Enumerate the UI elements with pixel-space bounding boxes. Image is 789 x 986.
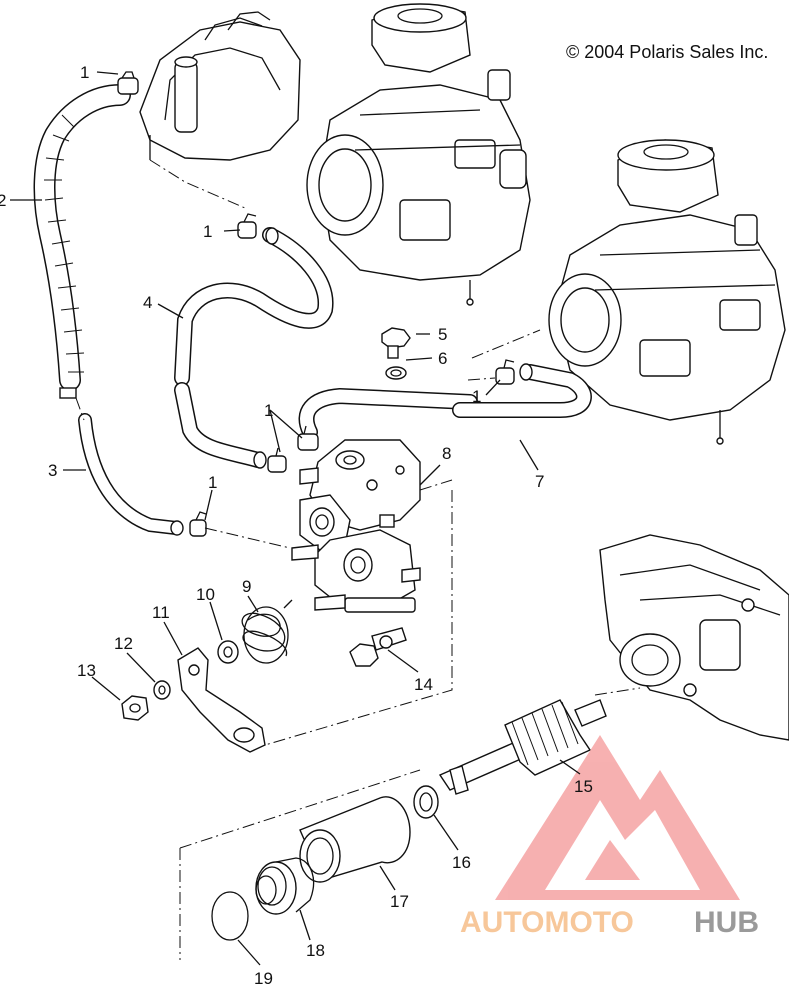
washer-16 xyxy=(413,785,439,819)
callout-12: 12 xyxy=(114,634,133,653)
callout-7: 7 xyxy=(535,472,544,491)
callout-1-a: 1 xyxy=(80,63,89,82)
callout-1-e: 1 xyxy=(208,473,217,492)
leader-lines xyxy=(10,71,581,966)
callout-2: 2 xyxy=(0,191,6,210)
watermark-text-part2: HUB xyxy=(694,906,759,939)
oil-hose-2 xyxy=(33,84,131,399)
washer-12 xyxy=(153,680,171,700)
mount-line-e xyxy=(467,377,496,381)
hose-clamp-1d xyxy=(267,447,287,473)
drive-gear-15 xyxy=(438,699,607,795)
callout-14: 14 xyxy=(414,675,433,694)
seal-18 xyxy=(255,857,315,915)
oil-hose-4 xyxy=(174,227,334,469)
spring-9 xyxy=(241,599,293,664)
carburetor-upper xyxy=(306,3,531,306)
o-ring-19 xyxy=(211,891,249,941)
callout-1-f: 1 xyxy=(472,387,481,406)
washer-10 xyxy=(217,640,239,664)
callout-4: 4 xyxy=(143,293,152,312)
hose-clamp-1b xyxy=(237,213,257,239)
mount-line-b xyxy=(247,490,453,751)
callout-6: 6 xyxy=(438,349,447,368)
nut-13 xyxy=(121,695,149,721)
bolt-14 xyxy=(349,627,407,667)
watermark-logo xyxy=(495,735,740,900)
callout-9: 9 xyxy=(242,577,251,596)
engine-casting-top-left xyxy=(139,11,301,209)
hose-clamp-1c xyxy=(297,425,319,451)
callout-18: 18 xyxy=(306,941,325,960)
mount-line-f xyxy=(179,769,421,960)
hose-clamp-1e xyxy=(189,511,207,537)
watermark-text-part1: AUTOMOTO xyxy=(460,906,634,939)
hose-clamp-1a xyxy=(117,71,139,95)
mount-line-a xyxy=(204,527,291,549)
hose-clamp-1f xyxy=(495,359,515,385)
sleeve-17 xyxy=(299,796,411,883)
callout-1-b: 1 xyxy=(203,222,212,241)
callout-10: 10 xyxy=(196,585,215,604)
mount-line-c xyxy=(419,479,453,491)
callout-19: 19 xyxy=(254,969,273,986)
callout-13: 13 xyxy=(77,661,96,680)
carburetor-lower xyxy=(548,139,786,445)
callout-11: 11 xyxy=(152,603,170,622)
callout-16: 16 xyxy=(452,853,471,872)
engine-crankcase xyxy=(594,534,789,741)
mount-line-d xyxy=(471,329,541,359)
callout-15: 15 xyxy=(574,777,593,796)
callout-17: 17 xyxy=(390,892,409,911)
washer-6 xyxy=(385,366,407,380)
bolt-5 xyxy=(381,327,411,359)
oil-hose-7 xyxy=(298,363,592,440)
oil-hose-3 xyxy=(75,397,184,536)
callout-8: 8 xyxy=(442,444,451,463)
callout-1-c: 1 xyxy=(264,401,273,420)
callout-3: 3 xyxy=(48,461,57,480)
copyright-text: © 2004 Polaris Sales Inc. xyxy=(566,42,768,62)
callout-5: 5 xyxy=(438,325,447,344)
lever-11 xyxy=(177,647,266,753)
oil-pump-8 xyxy=(291,439,421,613)
